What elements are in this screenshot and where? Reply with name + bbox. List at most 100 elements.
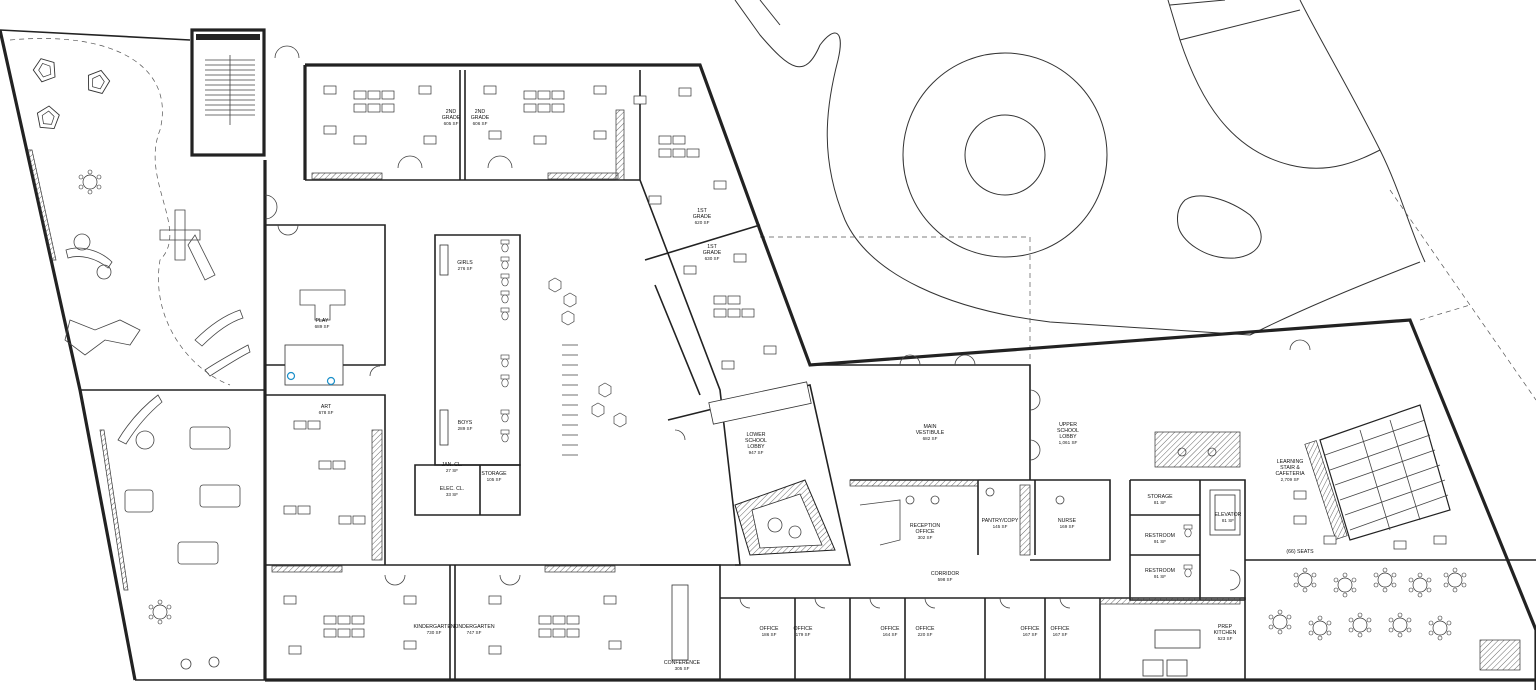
room-name-line: OFFICE: [880, 626, 900, 632]
room-area: 169 SF: [1060, 524, 1075, 529]
room-name-line: ELEVATOR: [1215, 512, 1242, 518]
room-name-line: 2ND: [475, 109, 486, 115]
room-name-line: OFFICE: [1050, 626, 1070, 632]
room-area: 606 SF: [473, 121, 488, 126]
room-name-line: ART: [321, 404, 332, 410]
room-name-line: LOBBY: [747, 444, 765, 450]
room-area: 289 SF: [458, 426, 473, 431]
room-area: 523 SF: [1218, 636, 1233, 641]
room-name-line: CONFERENCE: [664, 660, 701, 666]
room-area: 620 SF: [695, 220, 710, 225]
room-area: 167 SF: [1023, 632, 1038, 637]
room-area: 678 SF: [319, 410, 334, 415]
room-name-line: PREP: [1218, 624, 1233, 630]
room-name-line: NURSE: [1058, 518, 1077, 524]
room-area: 605 SF: [444, 121, 459, 126]
room-label-elecl: ELEC. CL.33 SF: [440, 486, 465, 497]
room-area: 164 SF: [883, 632, 898, 637]
room-area: 689 SF: [315, 324, 330, 329]
room-name-line: GRADE: [471, 115, 490, 121]
room-name-line: CORRIDOR: [931, 571, 959, 577]
room-area: 730 SF: [427, 630, 442, 635]
room-name-line: OFFICE: [1020, 626, 1040, 632]
room-area: 81 SF: [1222, 518, 1234, 523]
room-area: 2,709 SF: [1281, 477, 1300, 482]
room-area: 105 SF: [487, 477, 502, 482]
room-name-line: 1ST: [697, 208, 707, 214]
room-name-line: ELEC. CL.: [440, 486, 465, 492]
outdoor-play-area: [0, 29, 265, 681]
room-area: 167 SF: [1053, 632, 1068, 637]
room-name-line: BOYS: [458, 420, 473, 426]
room-name-line: RESTROOM: [1145, 533, 1175, 539]
room-area: 145 SF: [993, 524, 1008, 529]
room-name-line: GRADE: [693, 214, 712, 220]
room-name-line: LEARNING: [1277, 459, 1304, 465]
room-name-line: SCHOOL: [745, 438, 767, 444]
room-name-line: OFFICE: [793, 626, 813, 632]
room-name-line: LOBBY: [1059, 434, 1077, 440]
room-name-line: RECEPTION: [910, 523, 941, 529]
room-area: 91 SF: [1154, 539, 1166, 544]
room-name-line: PLAY: [316, 318, 329, 324]
site-drive: [734, 0, 1536, 401]
room-name-line: SCHOOL: [1057, 428, 1079, 434]
room-area: 33 SF: [446, 492, 458, 497]
room-name-line: GIRLS: [457, 260, 473, 266]
room-name-line: OFFICE: [915, 626, 935, 632]
room-name-line: RESTROOM: [1145, 568, 1175, 574]
room-area: 27 SF: [446, 468, 458, 473]
room-name-line: 2ND: [446, 109, 457, 115]
doors: [264, 45, 1311, 609]
room-area: 220 SF: [918, 632, 933, 637]
room-name-line: KINDERGARTEN: [453, 624, 494, 630]
room-name-line: PANTRY/COPY: [982, 518, 1019, 524]
room-name-line: KITCHEN: [1214, 630, 1237, 636]
room-area: 276 SF: [458, 266, 473, 271]
room-area: 186 SF: [762, 632, 777, 637]
room-area: 305 SF: [675, 666, 690, 671]
room-name-line: UPPER: [1059, 422, 1077, 428]
room-area: 682 SF: [923, 436, 938, 441]
room-area: 630 SF: [705, 256, 720, 261]
room-name-line: KINDERGARTEN: [413, 624, 454, 630]
room-label-jancl: JAN. CL.27 SF: [442, 462, 463, 473]
room-name-line: OFFICE: [759, 626, 779, 632]
room-area: 179 SF: [796, 632, 811, 637]
seats-annotation: (66) SEATS: [1286, 549, 1314, 555]
room-area: 598 SF: [938, 577, 953, 582]
room-name-line: VESTIBULE: [916, 430, 945, 436]
room-name-line: CAFETERIA: [1275, 471, 1305, 477]
stair-tower: [190, 28, 266, 157]
room-name-line: GRADE: [703, 250, 722, 256]
room-name-line: GRADE: [442, 115, 461, 121]
room-name-line: MAIN: [924, 424, 937, 430]
room-name-line: STAIR &: [1280, 465, 1300, 471]
room-name-line: STORAGE: [1147, 494, 1173, 500]
